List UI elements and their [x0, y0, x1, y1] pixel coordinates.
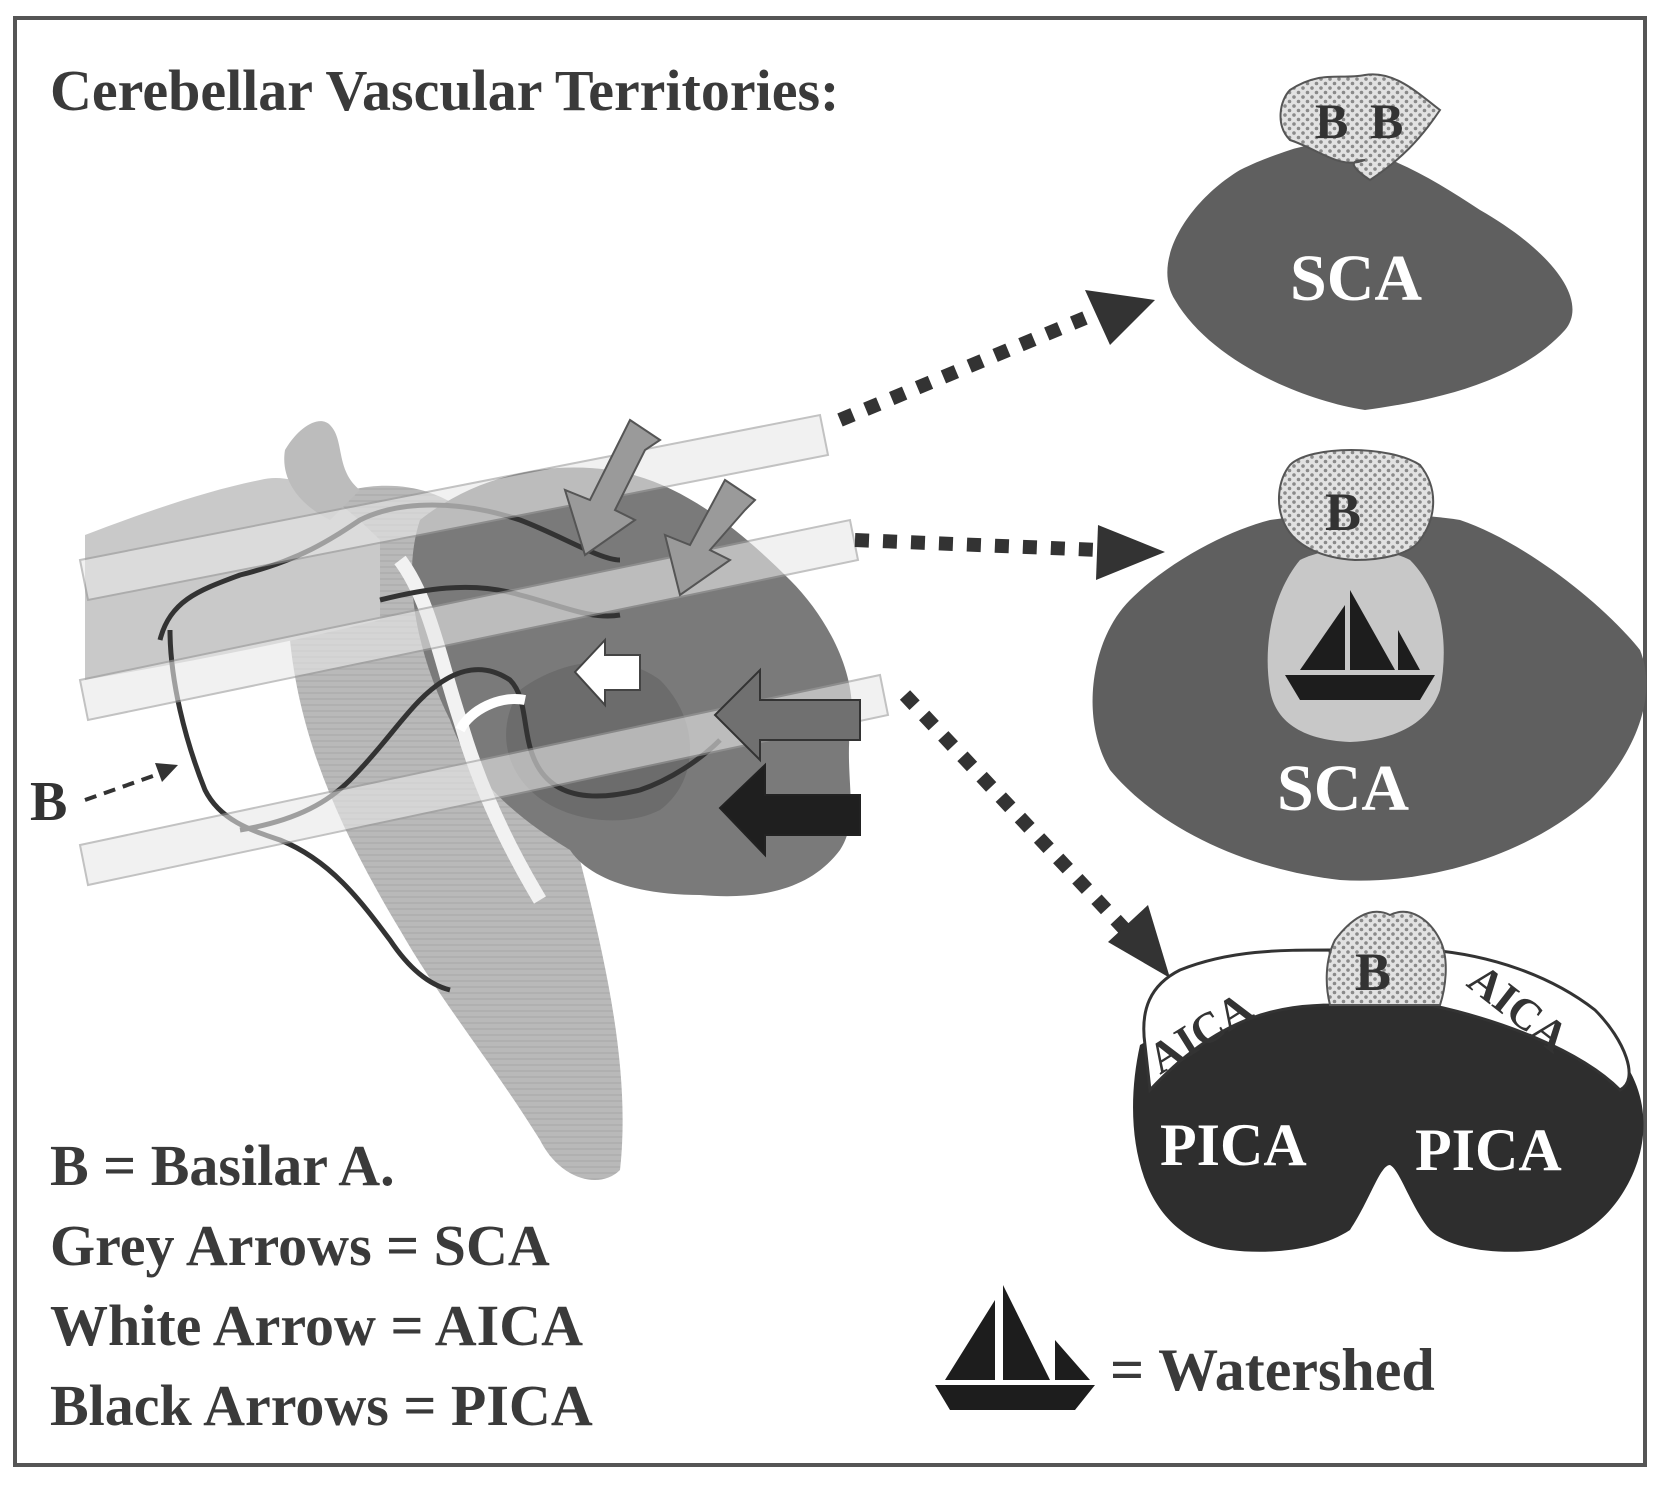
dotted-arrow-middle-head: [1096, 525, 1165, 580]
legend-watershed: = Watershed: [1110, 1337, 1435, 1403]
legend-basilar: B = Basilar A.: [50, 1133, 395, 1198]
basilar-pointer-line: [84, 768, 171, 802]
middle-basilar-label: B: [1325, 482, 1361, 542]
legend-ship-icon: [935, 1285, 1095, 1410]
bottom-pica-label-left: PICA: [1160, 1112, 1307, 1178]
middle-sca-label: SCA: [1277, 752, 1409, 825]
top-sca-territory: [1167, 144, 1573, 410]
dotted-arrow-middle: [854, 533, 1101, 557]
top-axial-slice: B B SCA: [1167, 73, 1573, 410]
middle-axial-slice: B SCA: [1092, 449, 1647, 881]
top-basilar-label-right: B: [1370, 93, 1403, 149]
legend-white-arrow: White Arrow = AICA: [50, 1293, 583, 1358]
sagittal-cerebellum-illustration: [78, 413, 890, 1181]
legend: B = Basilar A. Grey Arrows = SCA White A…: [50, 1133, 593, 1438]
slice-pointer-arrows: [837, 290, 1170, 978]
bottom-pica-territory: [1133, 999, 1644, 1252]
dotted-arrow-top-head: [1085, 290, 1155, 345]
inner-outline-curve: [239, 667, 722, 833]
dotted-arrow-bottom-head: [1108, 905, 1170, 978]
watershed-legend: = Watershed: [935, 1285, 1435, 1410]
grey-sca-arrow-2: [663, 478, 757, 597]
ship-icon: [1285, 590, 1435, 700]
slice-bar-1: [78, 413, 830, 602]
slice-bar-2: [78, 518, 860, 722]
grey-sca-arrow-1: [563, 418, 662, 557]
fourth-ventricle-band: [394, 555, 547, 904]
black-pica-arrow-2: [718, 762, 861, 858]
bottom-basilar-label: B: [1355, 942, 1391, 1002]
white-aica-arrow: [573, 637, 641, 708]
top-sca-label: SCA: [1290, 242, 1422, 315]
top-basilar-zone: [1279, 73, 1442, 182]
slice-bar-3: [78, 673, 890, 887]
bottom-aica-band-right: [1428, 948, 1631, 1092]
legend-black-arrows: Black Arrows = PICA: [50, 1373, 593, 1438]
black-pica-arrow-1: [713, 667, 861, 763]
figure-title: Cerebellar Vascular Territories:: [50, 58, 839, 123]
superior-process-shape: [284, 421, 360, 520]
bottom-basilar-zone: [1325, 910, 1447, 1006]
highlight-curve: [455, 694, 526, 733]
bottom-pica-label-right: PICA: [1415, 1117, 1562, 1183]
middle-basilar-zone: [1278, 449, 1435, 562]
bottom-aica-band-left: [1142, 948, 1337, 1094]
basilar-side-label: B: [30, 771, 67, 833]
basilar-pointer-head: [155, 763, 178, 782]
legend-grey-arrows: Grey Arrows = SCA: [50, 1213, 550, 1278]
top-basilar-label-left: B: [1315, 93, 1348, 149]
